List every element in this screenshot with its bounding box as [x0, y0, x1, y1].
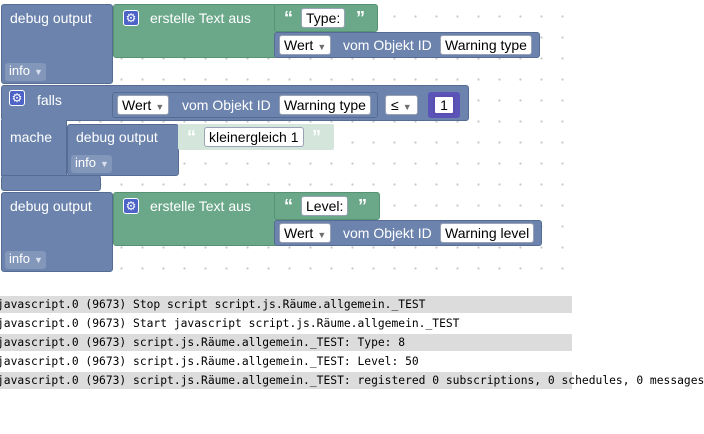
do-label: mache — [10, 129, 53, 145]
log-level-dropdown[interactable]: info▼ — [5, 63, 46, 81]
triangle-down-icon: ▼ — [317, 42, 327, 52]
if-block-do-spine — [1, 120, 67, 176]
debug-output-label: debug output — [76, 129, 158, 145]
attribute-dropdown[interactable]: Wert▼ — [117, 95, 170, 115]
from-object-label: vom Objekt ID — [343, 225, 432, 241]
debug-output-label: debug output — [10, 10, 92, 26]
quote-open-icon: “ — [284, 196, 293, 216]
debug-output-label: debug output — [10, 198, 92, 214]
create-text-label: erstelle Text aus — [150, 10, 251, 26]
log-level-value: info — [75, 155, 96, 170]
number-value: 1 — [440, 97, 448, 113]
object-id-value: Warning type — [284, 97, 366, 113]
from-object-label: vom Objekt ID — [182, 97, 271, 113]
log-level-dropdown[interactable]: info▼ — [5, 251, 46, 269]
object-id-field[interactable]: Warning level — [440, 223, 535, 243]
log-level-value: info — [9, 251, 30, 266]
log-line: javascript.0 (9673) script.js.Räume.allg… — [0, 334, 572, 351]
from-object-label: vom Objekt ID — [343, 37, 432, 53]
quote-open-icon: “ — [284, 8, 293, 28]
triangle-down-icon: ▼ — [33, 67, 43, 77]
if-block-footer — [1, 175, 101, 191]
triangle-down-icon: ▼ — [402, 102, 412, 112]
attribute-value: Wert — [284, 225, 314, 241]
string-value: Type: — [306, 10, 341, 26]
blockly-workspace[interactable]: debug output info▼ ⚙ erstelle Text aus “… — [0, 0, 572, 286]
gear-icon[interactable]: ⚙ — [123, 10, 139, 26]
gear-icon[interactable]: ⚙ — [9, 90, 25, 106]
log-console[interactable]: javascript.0 (9673) Stop script script.j… — [0, 290, 704, 434]
string-field[interactable]: Level: — [301, 196, 349, 216]
attribute-value: Wert — [284, 37, 314, 53]
triangle-down-icon: ▼ — [155, 102, 165, 112]
object-id-field[interactable]: Warning type — [440, 35, 532, 55]
triangle-down-icon: ▼ — [99, 159, 109, 169]
log-line: javascript.0 (9673) script.js.Räume.allg… — [0, 372, 704, 389]
gear-icon[interactable]: ⚙ — [123, 198, 139, 214]
log-level-dropdown[interactable]: info▼ — [71, 155, 112, 173]
attribute-dropdown[interactable]: Wert▼ — [279, 35, 332, 55]
object-id-value: Warning type — [445, 37, 527, 53]
log-line: javascript.0 (9673) script.js.Räume.allg… — [0, 355, 419, 368]
operator-dropdown[interactable]: ≤▼ — [385, 95, 418, 115]
triangle-down-icon: ▼ — [33, 255, 43, 265]
log-line: javascript.0 (9673) Start javascript scr… — [0, 317, 460, 330]
log-line: javascript.0 (9673) Stop script script.j… — [0, 296, 572, 313]
number-field[interactable]: 1 — [433, 95, 455, 115]
if-label: falls — [37, 92, 62, 108]
string-field[interactable]: kleinergleich 1 — [204, 127, 304, 147]
quote-close-icon: ” — [356, 8, 365, 28]
object-id-value: Warning level — [445, 225, 530, 241]
attribute-value: Wert — [122, 97, 152, 113]
string-value: Level: — [306, 198, 344, 214]
attribute-dropdown[interactable]: Wert▼ — [279, 223, 332, 243]
string-field[interactable]: Type: — [301, 8, 346, 28]
object-id-field[interactable]: Warning type — [279, 95, 371, 115]
string-value: kleinergleich 1 — [209, 129, 299, 145]
quote-close-icon: ” — [358, 196, 367, 216]
operator-value: ≤ — [391, 97, 399, 113]
create-text-label: erstelle Text aus — [150, 198, 251, 214]
create-text-block[interactable] — [113, 192, 278, 246]
quote-close-icon: ” — [312, 127, 321, 147]
quote-open-icon: “ — [187, 127, 196, 147]
triangle-down-icon: ▼ — [317, 230, 327, 240]
create-text-block[interactable] — [113, 4, 278, 58]
log-level-value: info — [9, 63, 30, 78]
